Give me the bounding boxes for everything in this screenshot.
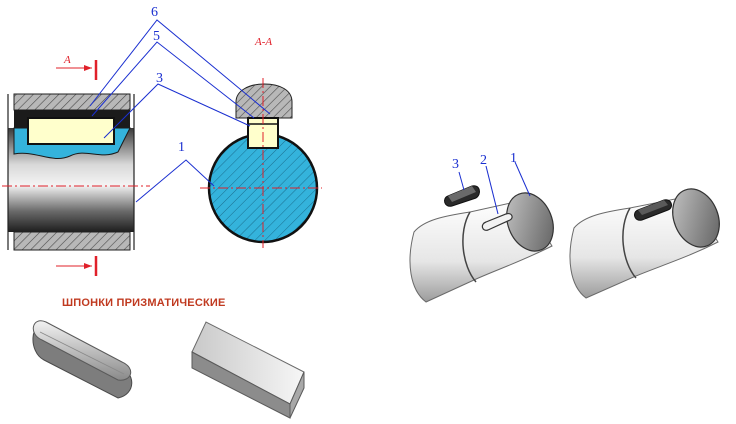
callout-r2: 2 (480, 153, 487, 168)
leader-5 (91, 41, 255, 119)
leader-r2 (485, 165, 499, 215)
key-side-view (27, 117, 115, 145)
callouts-right (458, 161, 531, 215)
callout-r1: 1 (510, 151, 517, 166)
callout-1: 1 (178, 140, 185, 155)
section-title: A-A (254, 36, 272, 48)
hub-section (235, 83, 293, 119)
rect-key-3d (191, 321, 305, 419)
header-prismatic-keys: ШПОНКИ ПРИЗМАТИЧЕСКИЕ (62, 297, 226, 309)
leader-r3 (458, 171, 465, 191)
leader-3 (103, 83, 251, 139)
section-arrow-label: A (63, 54, 71, 66)
leader-1 (135, 159, 215, 203)
shaft-3d-assembled (569, 188, 720, 299)
callout-5: 5 (153, 29, 160, 44)
rounded-key-3d (32, 320, 133, 399)
hub-lower-band (13, 231, 131, 251)
callouts-left (89, 19, 271, 203)
shaft-3d-assembly (409, 185, 554, 303)
longitudinal-section: A (2, 54, 150, 276)
leader-r1 (514, 161, 531, 197)
callout-r3: 3 (452, 157, 459, 172)
hub-upper-band (13, 93, 131, 111)
callout-3: 3 (156, 71, 163, 86)
cross-section: A-A (200, 36, 322, 248)
leader-6 (89, 19, 271, 115)
callout-6: 6 (151, 5, 158, 20)
